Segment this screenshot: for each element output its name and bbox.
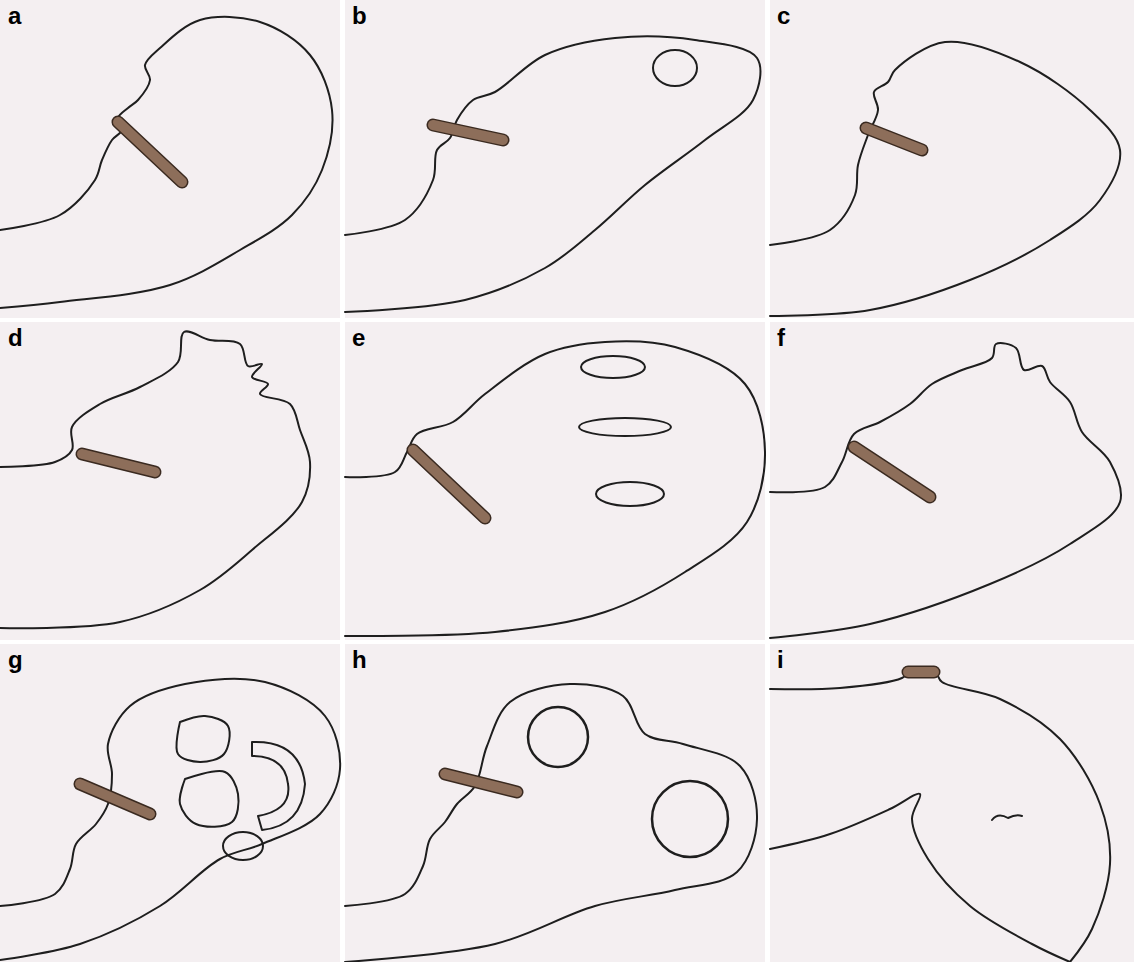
outline-stroke [176,716,229,762]
outline-stroke [252,742,305,830]
outline-stroke [0,679,340,960]
fetus-outline [0,17,332,308]
panel-letter: b [352,4,367,28]
outline-stroke [596,482,664,506]
outline-stroke [0,331,310,628]
outline-stroke [770,42,1120,316]
fetus-outline [770,42,1120,316]
outline-stroke [413,450,485,518]
panel-letter: a [8,4,21,28]
outline-stroke [866,128,922,150]
outline-stroke [80,784,150,814]
outline-stroke [653,50,697,86]
outline-stroke [908,667,934,677]
outline-stroke [992,815,1022,820]
fetus-outline [345,36,760,312]
outline-stroke [433,125,503,140]
outline-stroke [854,447,930,497]
fetus-outline [0,331,310,628]
outline-stroke [118,122,182,182]
fetus-outline [770,669,1110,962]
outline-stroke [908,666,934,679]
outline-stroke [445,774,517,792]
outline-stroke [854,447,930,497]
outline-stroke [579,418,671,436]
outline-stroke [180,771,239,827]
outline-stroke [345,684,757,962]
outline-stroke [82,454,155,472]
outline-stroke [82,454,155,472]
outline-stroke [770,794,1070,962]
outline-stroke [345,36,760,312]
outline-stroke [770,343,1121,638]
fetus-outline [0,679,340,960]
panel-letter: g [8,648,23,672]
outline-stroke [581,356,645,378]
outline-stroke [345,341,765,636]
panel-letter: e [352,326,365,350]
outline-stroke [0,17,332,308]
outline-stroke [528,707,588,767]
panel-letter: h [352,648,367,672]
panel-letter: f [777,326,785,350]
outline-stroke [770,669,1110,962]
outline-stroke [223,832,263,860]
outline-stroke [652,781,728,857]
outline-stroke [445,774,517,792]
outline-stroke [866,128,922,150]
outline-stroke [80,784,150,814]
panel-letter: i [777,648,784,672]
fetus-outline [345,684,757,962]
panel-letter: d [8,326,23,350]
outline-stroke [118,122,182,182]
fetus-outline [770,343,1121,638]
panel-letter: c [777,4,790,28]
fetus-outline [345,341,765,636]
outline-stroke [413,450,485,518]
outline-stroke [433,125,503,140]
